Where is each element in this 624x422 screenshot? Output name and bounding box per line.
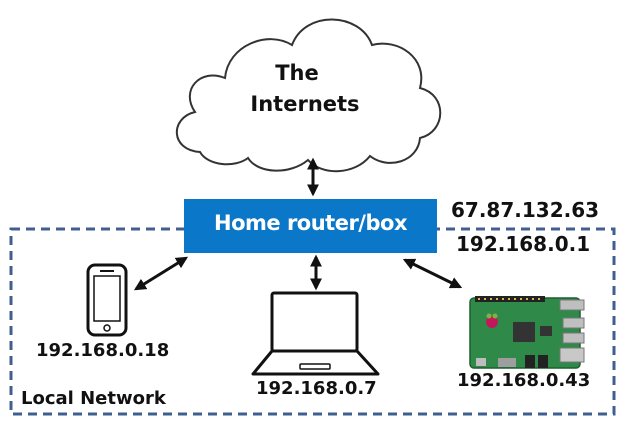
- cloud-label-line-2: Internets: [250, 92, 360, 116]
- cloud-label-line-1: The: [275, 61, 319, 85]
- local-network-label: Local Network: [21, 388, 166, 409]
- laptop-ip: 192.168.0.7: [256, 378, 377, 399]
- router-box: [184, 199, 437, 253]
- raspberry-pi-board-icon: [469, 296, 585, 369]
- smartphone-icon: [86, 263, 128, 337]
- arrow-router-phone: [133, 256, 189, 291]
- router-label: Home router/box: [214, 211, 407, 235]
- pi-ip: 192.168.0.43: [457, 370, 591, 391]
- router-public-ip: 67.87.132.63: [451, 198, 600, 222]
- arrow-router-pi: [402, 258, 463, 289]
- cloud-icon: [175, 18, 442, 173]
- laptop-icon: [251, 291, 380, 376]
- router-local-ip: 192.168.0.1: [456, 232, 591, 256]
- phone-ip: 192.168.0.18: [36, 340, 170, 361]
